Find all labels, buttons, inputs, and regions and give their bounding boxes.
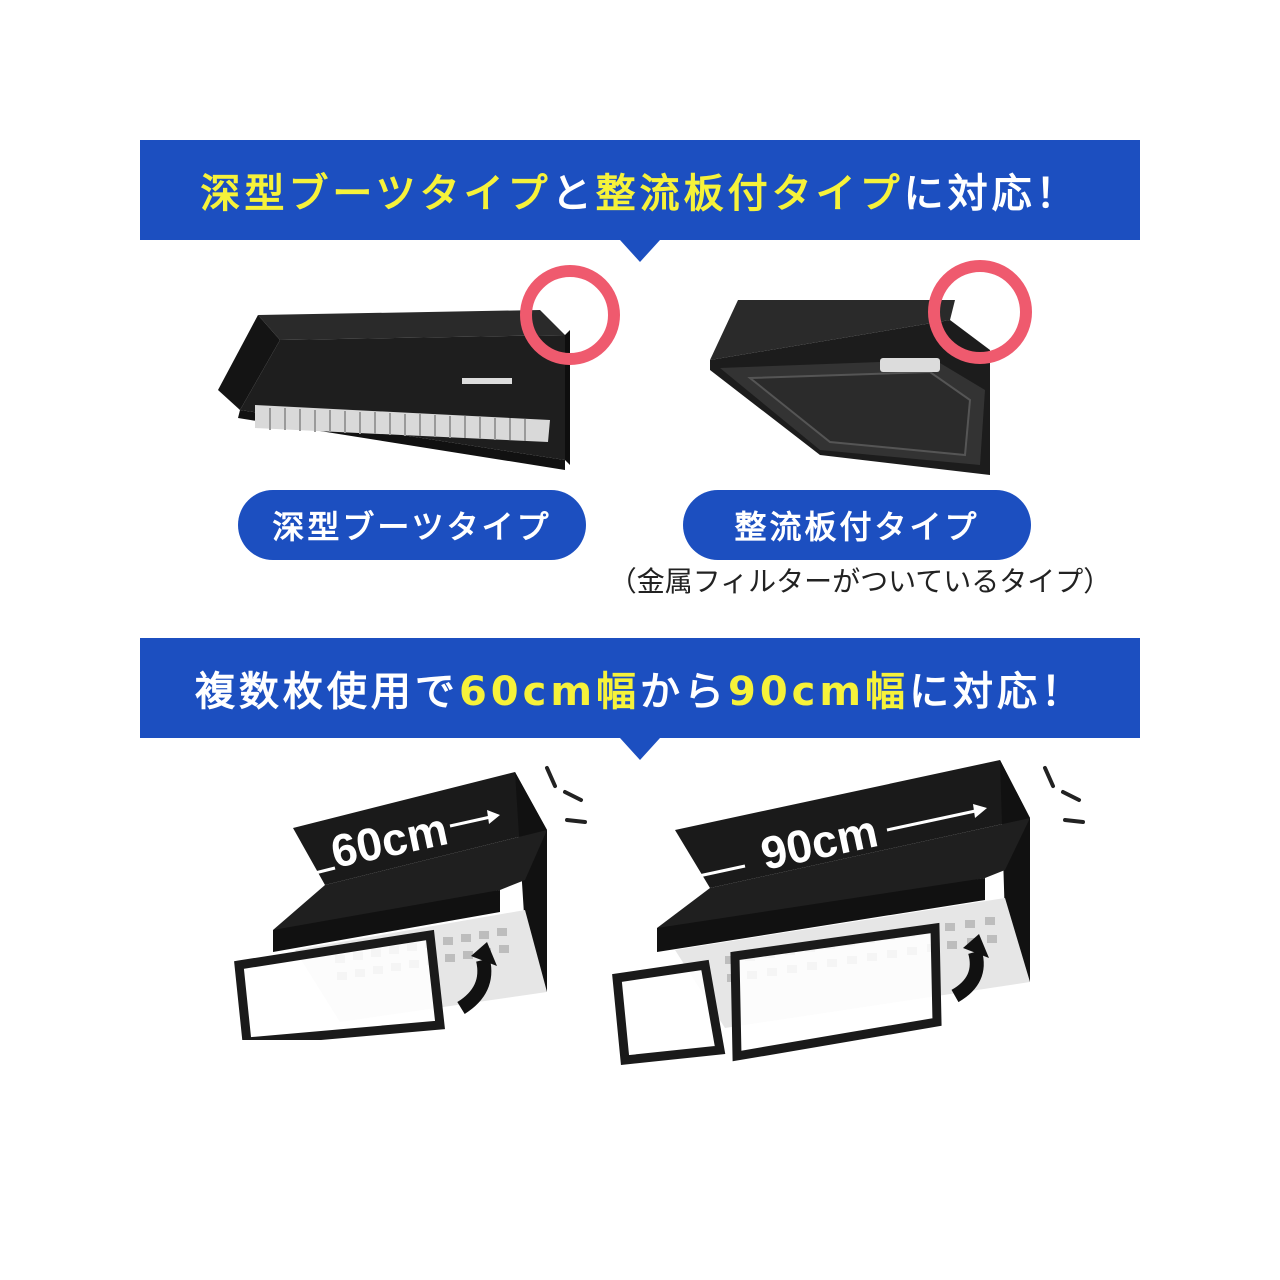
banner-top: 深型ブーツタイプ と 整流板付タイプ に対応！ <box>140 140 1140 240</box>
banner-bottom: 複数枚使用で 60cm幅 から 90cm幅 に対応！ <box>140 638 1140 738</box>
banner-top-part-2: と <box>551 171 596 217</box>
banner-top-part-1: 深型ブーツタイプ <box>200 171 552 217</box>
hood-90cm-illustration: 90cm <box>612 760 1085 1065</box>
flow-plate-type-label: 整流板付タイプ <box>683 490 1031 560</box>
banner-bottom-part-1: 複数枚使用で <box>194 669 459 715</box>
hood-60cm-illustration: 60cm <box>234 766 587 1040</box>
boots-hood-illustration <box>218 265 620 470</box>
flow-plate-hood-illustration <box>710 260 1032 475</box>
banner-bottom-part-3: から <box>640 669 728 715</box>
banner-bottom-part-4: 90cm幅 <box>728 669 910 715</box>
banner-top-pointer <box>620 240 660 262</box>
banner-bottom-part-2: 60cm幅 <box>458 669 640 715</box>
banner-top-part-4: に対応！ <box>903 171 1080 217</box>
boots-type-label: 深型ブーツタイプ <box>238 490 586 560</box>
flow-plate-note: （金属フィルターがついているタイプ） <box>608 565 1112 598</box>
banner-bottom-pointer <box>620 738 660 760</box>
banner-top-part-3: 整流板付タイプ <box>595 171 904 217</box>
banner-bottom-part-5: に対応！ <box>909 669 1086 715</box>
